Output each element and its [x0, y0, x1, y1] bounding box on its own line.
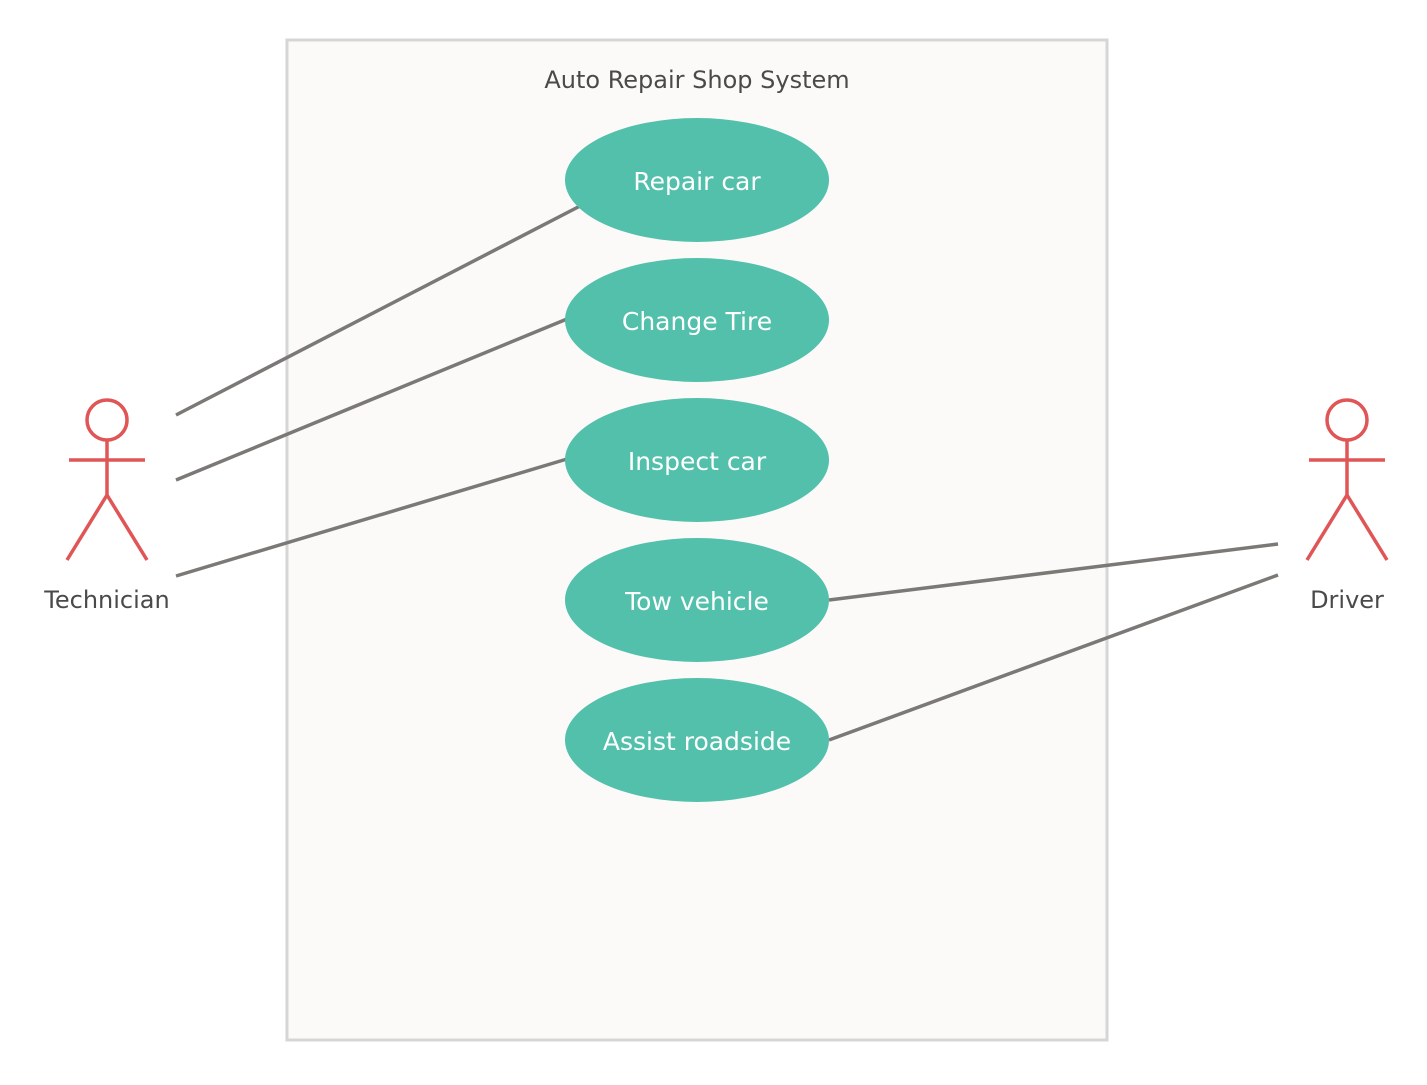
use-case-tow-vehicle[interactable]: Tow vehicle	[565, 538, 829, 662]
system-title: Auto Repair Shop System	[544, 66, 849, 94]
actor-driver[interactable]: Driver	[1305, 398, 1389, 614]
use-case-inspect-car[interactable]: Inspect car	[565, 398, 829, 522]
use-case-assist-roadside[interactable]: Assist roadside	[565, 678, 829, 802]
use-case-label: Change Tire	[622, 307, 772, 336]
use-case-change-tire[interactable]: Change Tire	[565, 258, 829, 382]
stick-figure-icon	[65, 398, 149, 561]
association-technician-inspect-car[interactable]	[175, 457, 568, 578]
use-case-label: Repair car	[633, 167, 761, 196]
association-technician-repair-car[interactable]	[175, 203, 583, 417]
actor-technician[interactable]: Technician	[43, 398, 170, 614]
actor-label: Driver	[1310, 586, 1384, 614]
associations	[175, 203, 1279, 742]
actor-label: Technician	[43, 586, 169, 614]
association-driver-tow-vehicle[interactable]	[828, 542, 1279, 602]
stick-figure-icon	[1305, 398, 1389, 561]
use-case-label: Assist roadside	[603, 727, 791, 756]
use-case-label: Tow vehicle	[624, 587, 769, 616]
association-driver-assist-roadside[interactable]	[828, 573, 1279, 742]
association-technician-change-tire[interactable]	[175, 317, 568, 482]
use-case-label: Inspect car	[628, 447, 767, 476]
use-case-repair-car[interactable]: Repair car	[565, 118, 829, 242]
